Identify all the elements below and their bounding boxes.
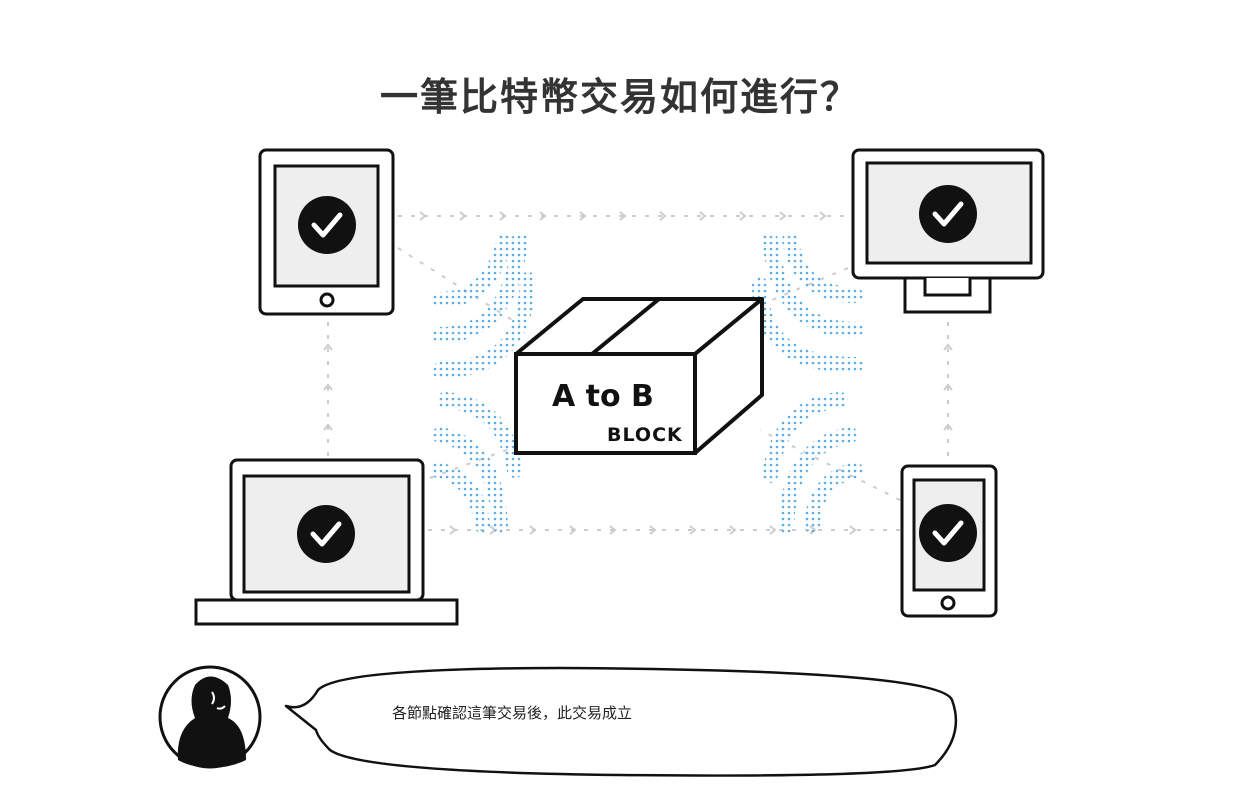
check-circle-icon [919,504,977,562]
block-sub-label: BLOCK [607,424,683,446]
check-circle-icon [297,505,355,563]
desktop-monitor-device [851,148,1045,314]
speech-bubble [284,666,958,777]
avatar-silhouette-icon [177,676,246,768]
laptop-device [194,458,459,626]
connector-monitor-to-block [759,267,849,306]
smartphone-device [900,464,998,618]
tablet-device [258,148,395,316]
page-title: 一筆比特幣交易如何進行？ [379,75,860,119]
speech-bubble-text: 各節點確認這筆交易後，此交易成立 [392,704,633,722]
check-circle-icon [919,185,977,243]
block-box: A to B BLOCK [514,297,764,455]
signal-waves [430,232,863,533]
avatar [158,665,262,769]
check-circle-icon [298,196,356,254]
block-main-label: A to B [552,379,654,414]
